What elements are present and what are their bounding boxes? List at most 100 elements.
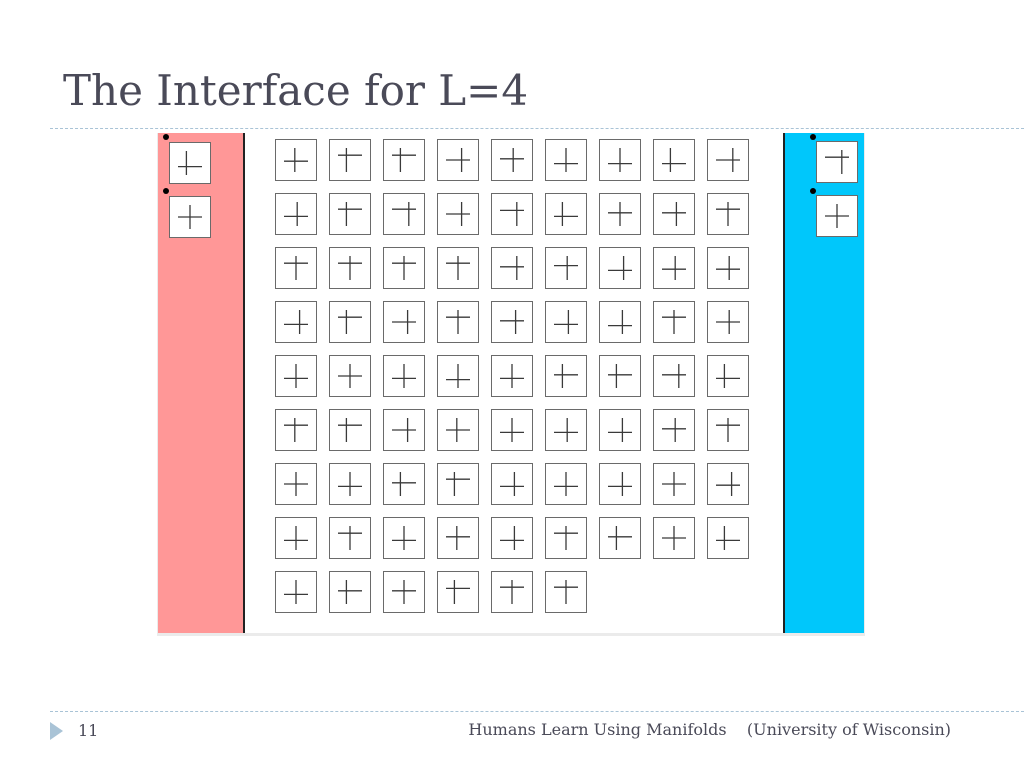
stimulus-tile[interactable]	[545, 247, 587, 289]
pin-marker	[810, 188, 816, 194]
right-bin-tile[interactable]	[816, 195, 858, 237]
stimulus-tile[interactable]	[275, 139, 317, 181]
stimulus-tile[interactable]	[383, 355, 425, 397]
right-bin-tile[interactable]	[816, 141, 858, 183]
stimulus-tile[interactable]	[437, 301, 479, 343]
tile-glyph-icon	[500, 364, 524, 388]
stimulus-tile[interactable]	[437, 571, 479, 613]
stimulus-tile[interactable]	[653, 517, 695, 559]
stimulus-tile[interactable]	[653, 193, 695, 235]
stimulus-tile[interactable]	[653, 301, 695, 343]
stimulus-tile[interactable]	[707, 193, 749, 235]
stimulus-tile[interactable]	[545, 193, 587, 235]
tile-glyph-icon	[716, 310, 740, 334]
stimulus-tile[interactable]	[707, 355, 749, 397]
stimulus-tile[interactable]	[275, 517, 317, 559]
tile-glyph-icon	[662, 148, 686, 172]
tile-glyph-icon	[338, 526, 362, 550]
stimulus-tile[interactable]	[275, 355, 317, 397]
tile-glyph-icon	[608, 256, 632, 280]
stimulus-tile[interactable]	[275, 193, 317, 235]
stimulus-tile[interactable]	[707, 247, 749, 289]
stimulus-tile[interactable]	[653, 409, 695, 451]
right-category-bin[interactable]	[783, 133, 864, 633]
stimulus-tile[interactable]	[707, 463, 749, 505]
stimulus-tile[interactable]	[437, 139, 479, 181]
left-category-bin[interactable]	[158, 133, 245, 633]
stimulus-tile[interactable]	[599, 139, 641, 181]
left-bin-tile[interactable]	[169, 142, 211, 184]
stimulus-tile[interactable]	[491, 247, 533, 289]
stimulus-tile[interactable]	[599, 193, 641, 235]
stimulus-tile[interactable]	[599, 355, 641, 397]
stimulus-tile[interactable]	[653, 355, 695, 397]
stimulus-tile[interactable]	[437, 409, 479, 451]
stimulus-tile[interactable]	[545, 301, 587, 343]
stimulus-tile[interactable]	[437, 355, 479, 397]
stimulus-tile[interactable]	[491, 517, 533, 559]
tile-glyph-icon	[608, 526, 632, 550]
stimulus-tile[interactable]	[275, 571, 317, 613]
stimulus-tile[interactable]	[329, 301, 371, 343]
stimulus-tile[interactable]	[491, 463, 533, 505]
stimulus-tile[interactable]	[437, 463, 479, 505]
stimulus-tile[interactable]	[275, 247, 317, 289]
stimulus-tile[interactable]	[599, 463, 641, 505]
stimulus-tile[interactable]	[491, 409, 533, 451]
stimulus-tile[interactable]	[275, 409, 317, 451]
stimulus-tile[interactable]	[383, 301, 425, 343]
stimulus-tile[interactable]	[329, 193, 371, 235]
tile-glyph-icon	[500, 580, 524, 604]
stimulus-tile[interactable]	[437, 247, 479, 289]
tile-glyph-icon	[446, 148, 470, 172]
stimulus-tile[interactable]	[329, 463, 371, 505]
stimulus-tile[interactable]	[491, 571, 533, 613]
stimulus-tile[interactable]	[383, 247, 425, 289]
triangle-bullet-icon	[50, 722, 63, 740]
stimulus-tile[interactable]	[599, 301, 641, 343]
stimulus-tile[interactable]	[707, 139, 749, 181]
tile-glyph-icon	[716, 472, 740, 496]
tile-glyph-icon	[554, 526, 578, 550]
left-bin-tile[interactable]	[169, 196, 211, 238]
stimulus-tile[interactable]	[383, 463, 425, 505]
stimulus-tile[interactable]	[653, 247, 695, 289]
stimulus-tile[interactable]	[383, 193, 425, 235]
stimulus-tile[interactable]	[545, 517, 587, 559]
stimulus-tile[interactable]	[491, 139, 533, 181]
stimulus-tile[interactable]	[491, 301, 533, 343]
stimulus-tile[interactable]	[545, 355, 587, 397]
stimulus-tile[interactable]	[545, 463, 587, 505]
stimulus-tile[interactable]	[329, 247, 371, 289]
stimulus-tile[interactable]	[707, 517, 749, 559]
tile-glyph-icon	[446, 526, 470, 550]
stimulus-tile[interactable]	[545, 139, 587, 181]
stimulus-tile[interactable]	[329, 517, 371, 559]
stimulus-tile[interactable]	[437, 517, 479, 559]
tile-glyph-icon	[662, 310, 686, 334]
stimulus-tile[interactable]	[599, 409, 641, 451]
stimulus-tile[interactable]	[329, 571, 371, 613]
stimulus-tile[interactable]	[653, 463, 695, 505]
stimulus-tile[interactable]	[653, 139, 695, 181]
stimulus-tile[interactable]	[383, 139, 425, 181]
stimulus-tile[interactable]	[275, 301, 317, 343]
stimulus-tile[interactable]	[383, 517, 425, 559]
stimulus-tile[interactable]	[599, 247, 641, 289]
tile-glyph-icon	[608, 364, 632, 388]
stimulus-tile[interactable]	[383, 409, 425, 451]
stimulus-tile[interactable]	[707, 409, 749, 451]
stimulus-tile[interactable]	[437, 193, 479, 235]
stimulus-tile[interactable]	[383, 571, 425, 613]
stimulus-tile[interactable]	[329, 355, 371, 397]
title-divider	[50, 128, 1024, 129]
stimulus-tile[interactable]	[275, 463, 317, 505]
stimulus-tile[interactable]	[707, 301, 749, 343]
stimulus-tile[interactable]	[491, 193, 533, 235]
stimulus-tile[interactable]	[599, 517, 641, 559]
stimulus-tile[interactable]	[545, 571, 587, 613]
stimulus-tile[interactable]	[329, 409, 371, 451]
stimulus-tile[interactable]	[491, 355, 533, 397]
stimulus-tile[interactable]	[545, 409, 587, 451]
stimulus-tile[interactable]	[329, 139, 371, 181]
